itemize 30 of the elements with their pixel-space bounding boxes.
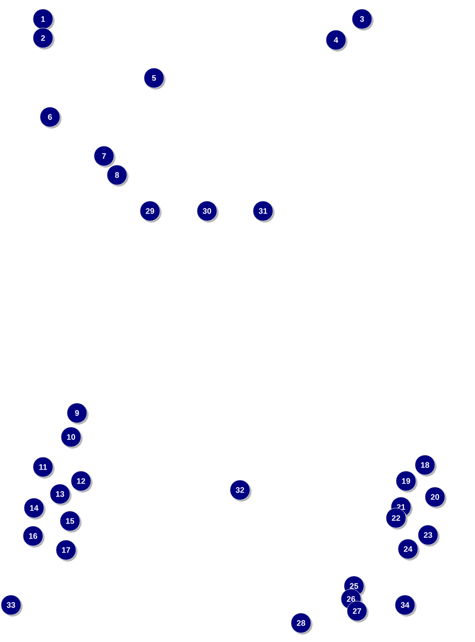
callout-number: 29 bbox=[140, 200, 162, 222]
callout-number: 3 bbox=[352, 8, 374, 30]
callout-number: 18 bbox=[414, 454, 436, 476]
callout-number: 32 bbox=[230, 480, 252, 502]
callout-number: 17 bbox=[56, 540, 78, 562]
callout-number: 10 bbox=[60, 426, 82, 448]
callout-number: 9 bbox=[66, 402, 88, 424]
callout-number: 14 bbox=[24, 498, 46, 520]
callout-number: 11 bbox=[32, 456, 54, 478]
callout-number: 8 bbox=[106, 164, 128, 186]
callout-number: 13 bbox=[50, 484, 72, 506]
callout-number: 15 bbox=[60, 510, 82, 532]
callout-number: 12 bbox=[70, 470, 92, 492]
callout-number: 7 bbox=[94, 146, 116, 168]
callout-number: 28 bbox=[290, 612, 312, 634]
callout-number: 1 bbox=[32, 8, 54, 30]
callout-number: 24 bbox=[398, 538, 420, 560]
callout-number: 16 bbox=[22, 526, 44, 548]
callout-number: 20 bbox=[424, 486, 446, 508]
callout-number: 5 bbox=[144, 68, 166, 90]
callout-number: 4 bbox=[326, 30, 348, 52]
callout-number: 27 bbox=[346, 600, 368, 622]
callout-number: 23 bbox=[418, 524, 440, 546]
callout-number: 6 bbox=[40, 106, 62, 128]
callout-number: 34 bbox=[394, 594, 416, 616]
callout-number: 2 bbox=[32, 28, 54, 50]
callout-number: 30 bbox=[196, 200, 218, 222]
callout-number: 31 bbox=[252, 200, 274, 222]
callout-number: 19 bbox=[396, 470, 418, 492]
callout-number: 33 bbox=[0, 594, 22, 616]
